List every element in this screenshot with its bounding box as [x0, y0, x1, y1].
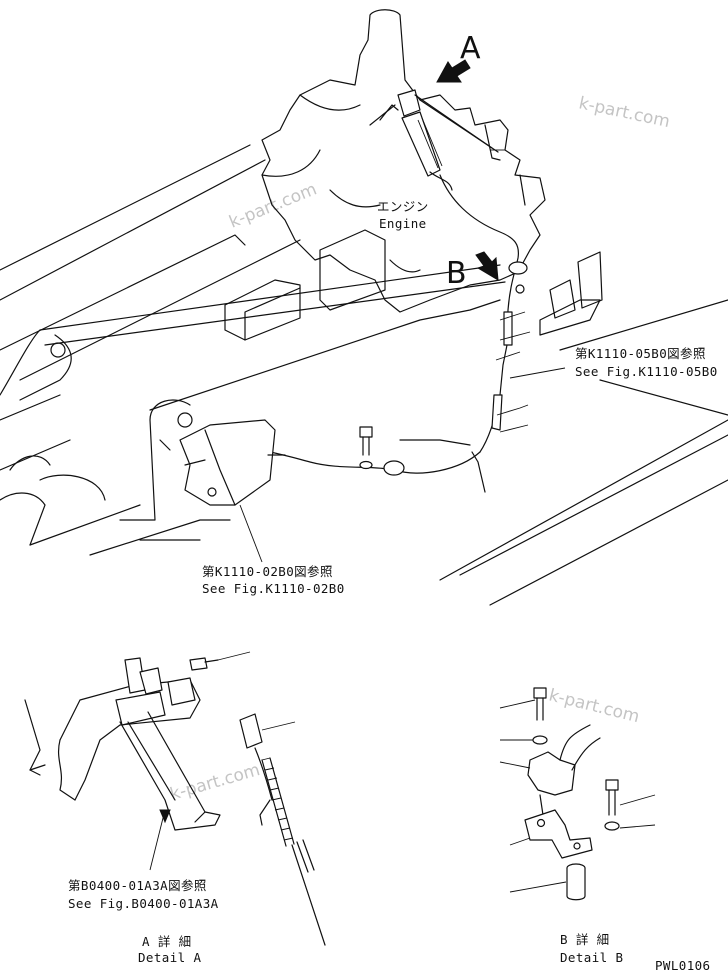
watermark-detail-a: k-part.com [168, 760, 262, 805]
lever-bracket [179, 419, 286, 506]
ref-k1110-02b0-en: See Fig.K1110-02B0 [202, 581, 345, 596]
arrow-a-marker [436, 59, 471, 83]
drawing-id: PWL0106 [655, 958, 710, 973]
arrow-b-marker [475, 251, 499, 281]
detail-a-title-en: Detail A [138, 950, 201, 965]
leaders-main [239, 149, 566, 563]
watermark-top-right: k-part.com [577, 93, 672, 132]
watermark-detail-b: k-part.com [547, 685, 642, 727]
detail-b-title-en: Detail B [560, 950, 623, 965]
bolt-main [359, 426, 373, 470]
detail-b-view [524, 687, 620, 901]
detail-a-title-jp: A 詳 細 [142, 934, 192, 949]
main-frame [0, 144, 728, 606]
marker-b-label: B [446, 256, 467, 291]
detail-a-view [24, 657, 326, 946]
leaders-detail-b [499, 699, 656, 893]
governor-lever [369, 89, 499, 191]
engine-label-en: Engine [379, 216, 427, 231]
marker-a-label: A [460, 31, 481, 66]
ref-k1110-02b0-jp: 第K1110-02B0図参照 [202, 564, 333, 579]
leaders-detail-a [149, 651, 296, 871]
engine-block [261, 9, 546, 313]
ref-b0400-01a3a-en: See Fig.B0400-01A3A [68, 896, 219, 911]
detail-b-title-jp: B 詳 細 [560, 932, 610, 947]
ref-k1110-05b0-jp: 第K1110-05B0図参照 [575, 346, 706, 361]
engine-label-jp: エンジン [377, 199, 429, 214]
ref-b0400-01a3a-jp: 第B0400-01A3A図参照 [68, 878, 207, 893]
ref-k1110-05b0-en: See Fig.K1110-05B0 [575, 364, 718, 379]
